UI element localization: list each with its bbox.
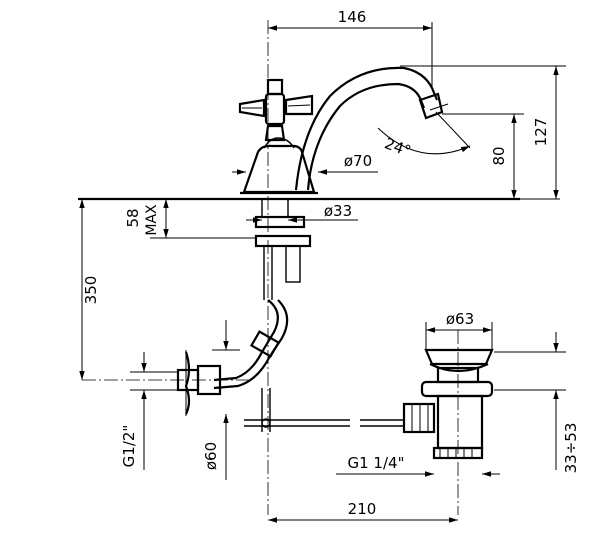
- faucet-body: [238, 66, 449, 195]
- handle-arm-right-ridge: [287, 104, 311, 107]
- label-total-height: 127: [532, 118, 550, 147]
- label-spout-height: 80: [490, 146, 508, 165]
- label-rosette-diameter: ø60: [202, 442, 220, 470]
- faucet-base: [242, 144, 316, 194]
- dimension-lines: [79, 22, 566, 523]
- tail-assembly: [176, 198, 312, 416]
- waste-plug-curve: [429, 363, 489, 373]
- inlet-valve-nut: [196, 364, 222, 396]
- handle-cap: [266, 78, 284, 96]
- angle-arc: [377, 127, 471, 155]
- fixing-nut: [254, 215, 306, 229]
- label-base-diameter: ø70: [344, 152, 372, 170]
- dimension-labels: 146 127 80 24° ø70 ø33 58 MAX 350 G1/2" …: [82, 8, 580, 518]
- handle-stem: [264, 92, 286, 126]
- spout-aerator: [418, 92, 444, 120]
- rod-joint: [261, 418, 271, 428]
- handle-arm-left: [238, 98, 266, 118]
- label-deck-thickness-note: MAX: [144, 204, 160, 236]
- handle-arm-right: [284, 94, 314, 116]
- waste-assembly: [402, 348, 494, 460]
- waste-tail: [432, 446, 484, 460]
- angle-leg-1: [435, 111, 471, 149]
- label-waste-range: 33÷53: [562, 423, 580, 474]
- label-spout-reach: 146: [338, 8, 367, 26]
- popup-rod: [244, 388, 404, 432]
- label-hole-diameter: ø33: [324, 202, 352, 220]
- tail-bolt: [285, 245, 301, 283]
- label-tail-length: 350: [82, 276, 100, 305]
- aerator-line: [429, 103, 449, 111]
- label-inlet-thread: G1/2": [120, 425, 138, 468]
- tail-shank: [261, 198, 289, 218]
- label-swivel-angle: 24°: [382, 134, 413, 160]
- spout-outer: [294, 66, 439, 191]
- label-deck-thickness: 58: [124, 208, 142, 227]
- waste-upper-body: [436, 366, 480, 384]
- label-waste-top-diameter: ø63: [446, 310, 474, 328]
- waste-side-nut: [402, 402, 436, 434]
- spout-inner: [306, 82, 426, 191]
- base-top-ring: [263, 137, 295, 149]
- pipe-connector: [249, 330, 281, 358]
- label-waste-thread: G1 1/4": [348, 454, 405, 472]
- label-center-distance: 210: [348, 500, 377, 518]
- waste-plug-top: [424, 348, 494, 366]
- handle-neck: [264, 124, 286, 142]
- waste-flange: [420, 380, 494, 398]
- waste-body: [436, 394, 484, 450]
- fixing-washer: [254, 234, 312, 248]
